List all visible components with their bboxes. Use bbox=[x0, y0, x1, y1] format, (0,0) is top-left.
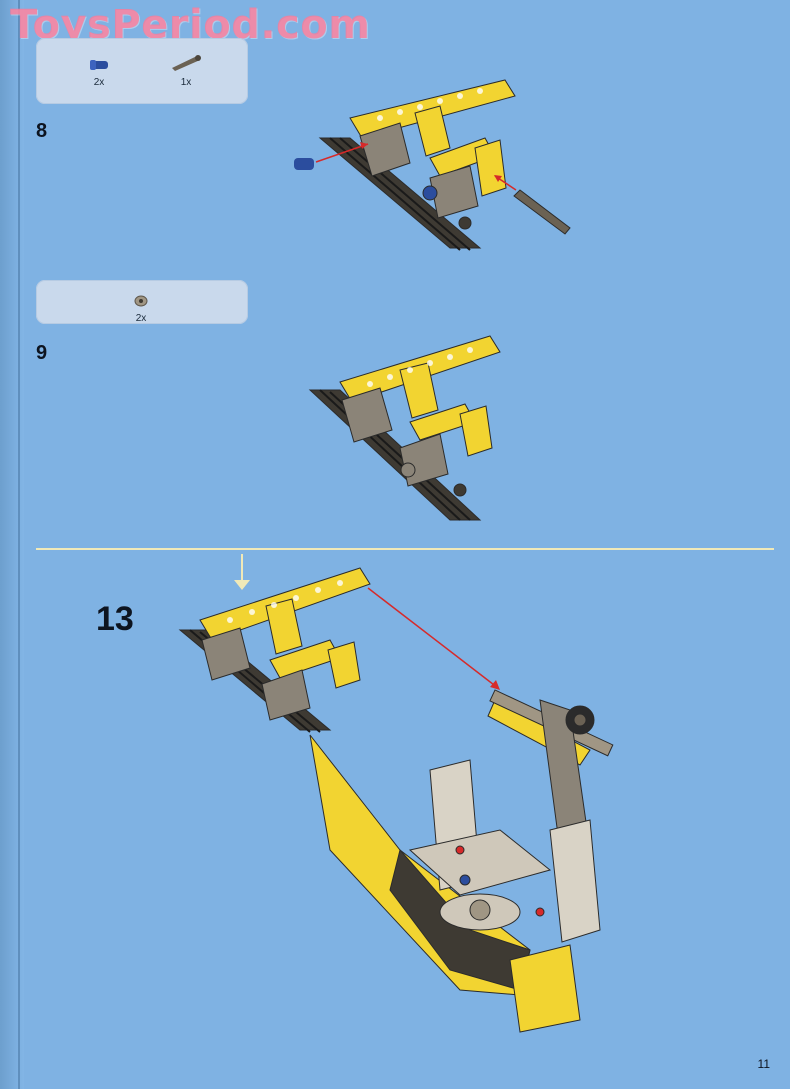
step-9-illustration bbox=[308, 335, 501, 521]
step-13-illustration bbox=[178, 554, 614, 1033]
parts-list-step-9: 2x bbox=[36, 280, 248, 324]
page-binding-edge bbox=[0, 0, 24, 1089]
blue-connector-arrow bbox=[294, 142, 369, 170]
blue-connector-icon bbox=[90, 60, 108, 70]
down-arrow bbox=[234, 554, 250, 590]
part-qty: 1x bbox=[180, 77, 192, 88]
section-divider bbox=[36, 548, 774, 550]
step-number: 9 bbox=[36, 342, 48, 364]
page-number: 11 bbox=[757, 1057, 770, 1071]
part-gray-bush: 2x bbox=[126, 294, 156, 324]
gray-bush-icon bbox=[134, 295, 148, 307]
step-number: 8 bbox=[36, 120, 48, 142]
part-gray-axle-pin: 1x bbox=[166, 52, 206, 88]
step-8-illustration bbox=[294, 79, 571, 251]
gray-pin-arrow bbox=[494, 175, 571, 235]
part-qty: 2x bbox=[93, 77, 105, 88]
part-blue-connector: 2x bbox=[84, 58, 114, 88]
red-guide-arrow bbox=[367, 587, 500, 690]
binding-line bbox=[18, 0, 20, 1089]
step-number: 13 bbox=[96, 600, 134, 638]
part-qty: 2x bbox=[135, 313, 147, 324]
subassembly bbox=[178, 567, 371, 733]
main-assembly bbox=[309, 689, 614, 1033]
parts-list-step-8: 2x 1x bbox=[36, 38, 248, 104]
gray-axle-pin-icon bbox=[172, 55, 201, 71]
